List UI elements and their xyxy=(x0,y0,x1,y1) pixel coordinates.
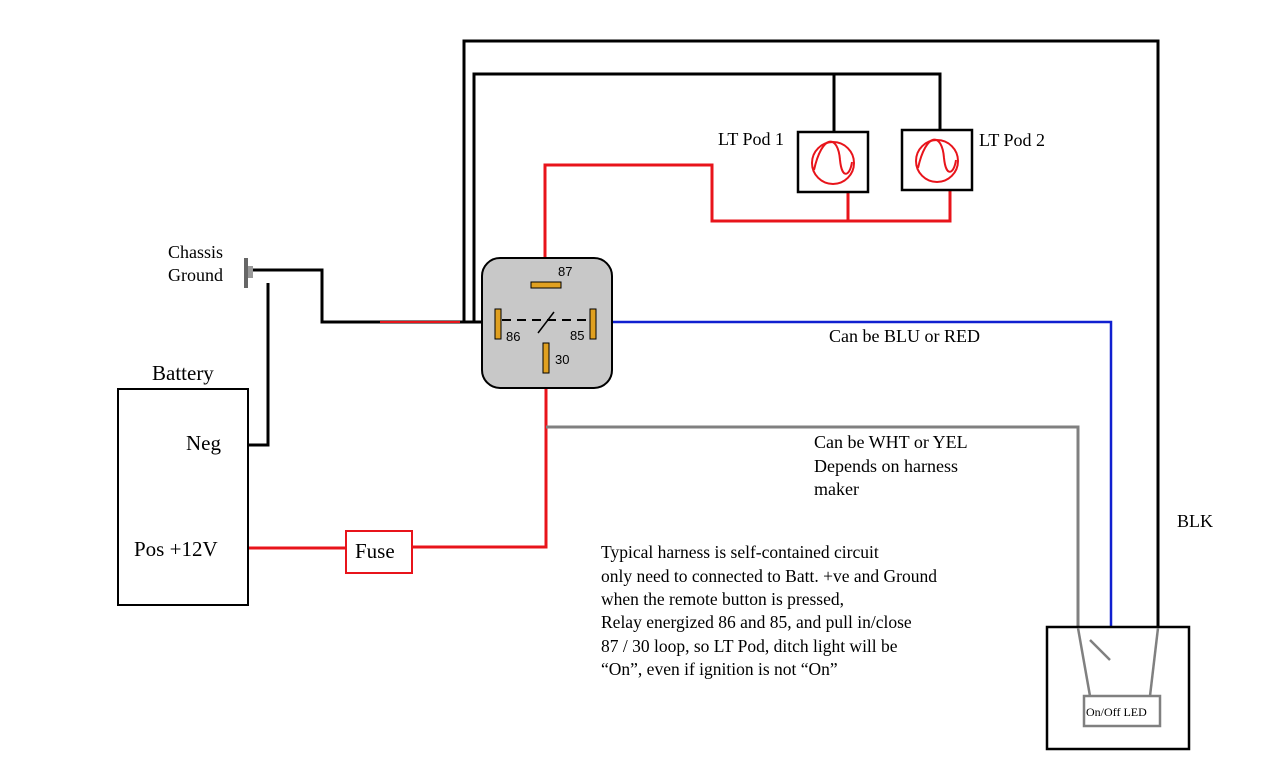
fuse-box xyxy=(345,530,413,574)
wht-yel-note-line2: Depends on harness xyxy=(814,456,958,476)
description-line: Relay energized 86 and 85, and pull in/c… xyxy=(601,612,912,632)
relay-pin-87-label: 87 xyxy=(558,264,572,279)
switch-arm xyxy=(1089,639,1111,661)
description-line: Typical harness is self-contained circui… xyxy=(601,542,879,562)
relay-pin-86-label: 86 xyxy=(506,329,520,344)
description-line: when the remote button is pressed, xyxy=(601,589,844,609)
relay-pin-86 xyxy=(494,308,502,340)
switch-led-box xyxy=(1082,694,1162,728)
pod2-label: LT Pod 2 xyxy=(979,130,1045,150)
relay: 87 86 85 30 xyxy=(481,257,613,389)
battery-pos-label: Pos +12V xyxy=(134,537,218,561)
lt-pod-2 xyxy=(900,128,974,192)
wht-yel-note-line1: Can be WHT or YEL xyxy=(814,432,968,452)
relay-pin-30-label: 30 xyxy=(555,352,569,367)
blk-wire-neg xyxy=(240,283,270,447)
relay-switch-arm xyxy=(537,311,555,334)
relay-pin-85 xyxy=(589,308,597,340)
blk-wire-ground xyxy=(253,268,498,324)
pod1-label: LT Pod 1 xyxy=(718,129,784,149)
relay-pin-30 xyxy=(542,342,550,374)
red-wires xyxy=(240,163,952,550)
red-wire-87 xyxy=(543,163,952,285)
description-line: only need to connected to Batt. +ve and … xyxy=(601,566,937,586)
wht-yel-note-line3: maker xyxy=(814,479,859,499)
lt-pod-1 xyxy=(796,130,870,194)
fuse-label: Fuse xyxy=(355,539,395,563)
description-line: 87 / 30 loop, so LT Pod, ditch light wil… xyxy=(601,636,898,656)
blk-wire-switch xyxy=(462,39,1160,628)
red-wire-30 xyxy=(412,372,548,549)
battery-box xyxy=(117,388,249,606)
blu-red-note: Can be BLU or RED xyxy=(829,326,980,346)
gray-wire-switch xyxy=(546,425,1080,628)
chassis-ground-symbol xyxy=(244,258,253,288)
relay-body xyxy=(481,257,613,389)
blk-label: BLK xyxy=(1177,511,1213,531)
chassis-label-line2: Ground xyxy=(168,265,223,285)
pod2-lamp-icon xyxy=(917,138,957,173)
description-text: Typical harness is self-contained circui… xyxy=(601,542,937,679)
chassis-label-line1: Chassis xyxy=(168,242,223,262)
blue-wire-85 xyxy=(596,320,1113,632)
relay-pin-85-label: 85 xyxy=(570,328,584,343)
switch-label: On/Off LED xyxy=(1086,705,1147,719)
battery-title: Battery xyxy=(152,361,214,385)
blk-wire-pods xyxy=(472,72,942,322)
battery-neg-label: Neg xyxy=(186,431,221,455)
switch-box xyxy=(1045,625,1191,751)
description-line: “On”, even if ignition is not “On” xyxy=(601,659,838,679)
relay-pin-87 xyxy=(530,281,562,289)
pod1-lamp-icon xyxy=(813,140,853,175)
